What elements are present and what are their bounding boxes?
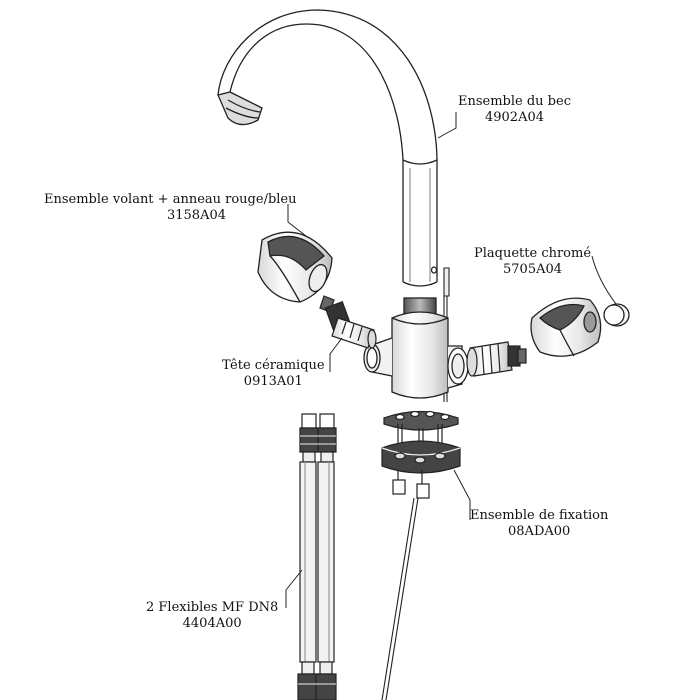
callout-name: Tête céramique (222, 358, 325, 373)
callout-ref: 4404A00 (182, 616, 242, 631)
spout-assembly (217, 9, 438, 287)
callout-ref: 5705A04 (503, 262, 563, 277)
callout-hoses: 2 Flexibles MF DN8 4404A00 (146, 600, 278, 632)
callout-ref: 08ADA00 (508, 524, 571, 539)
callout-ref: 0913A01 (243, 374, 303, 389)
flexible-hoses (297, 413, 337, 700)
spout-inner-curve (217, 9, 438, 282)
hoses-leader (285, 569, 303, 608)
callout-name: Ensemble du bec (458, 94, 571, 109)
supply-tube (381, 497, 419, 700)
fixing-assembly (381, 410, 461, 499)
callout-name: Ensemble de fixation (470, 508, 609, 523)
callout-spout: Ensemble du bec 4902A04 (458, 94, 571, 126)
callout-ref: 3158A04 (166, 208, 226, 223)
mixer-body (363, 297, 469, 399)
callout-name: Ensemble volant + anneau rouge/bleu (44, 192, 297, 207)
fixing-leader (453, 469, 471, 520)
handle-leader (287, 204, 307, 237)
left-handle (257, 231, 333, 303)
cap-leader (591, 255, 617, 305)
right-cartridge (466, 341, 527, 377)
right-handle (530, 297, 602, 357)
spout-outer-curve (229, 23, 404, 282)
spout-nozzle (217, 91, 263, 126)
leader-lines (285, 112, 617, 608)
callout-cartridge: Tête céramique 0913A01 (222, 358, 325, 390)
chrome-cap (603, 303, 630, 327)
callout-name: 2 Flexibles MF DN8 (146, 600, 279, 615)
callout-handle: Ensemble volant + anneau rouge/bleu 3158… (44, 192, 297, 224)
callout-cap: Plaquette chromé 5705A04 (474, 246, 591, 278)
cartridge-leader (329, 337, 343, 372)
callout-fixing: Ensemble de fixation 08ADA00 (470, 508, 608, 540)
callout-ref: 4902A04 (484, 110, 544, 125)
left-cartridge (319, 295, 377, 349)
callout-name: Plaquette chromé (474, 246, 592, 261)
spout-leader (437, 112, 457, 139)
